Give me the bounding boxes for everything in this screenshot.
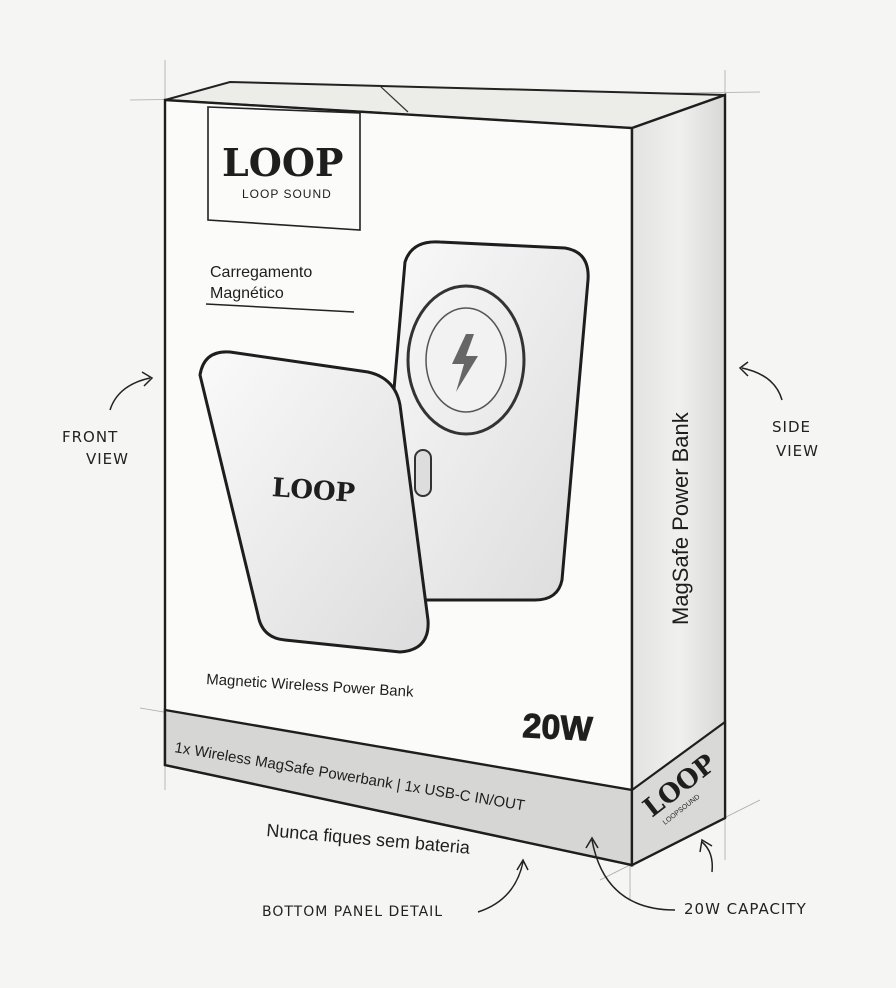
feature-title-line1: Carregamento	[210, 264, 312, 281]
side-view-label-2: VIEW	[776, 442, 819, 460]
arrow-icon	[738, 361, 783, 401]
front-view-label-2: VIEW	[86, 450, 129, 468]
side-view-label-1: SIDE	[772, 418, 811, 436]
capacity-label: 20W CAPACITY	[684, 900, 807, 918]
arrow-icon	[699, 838, 714, 873]
indicator-slot	[414, 449, 432, 497]
magsafe-ring	[406, 284, 526, 436]
bottom-band-side	[630, 719, 727, 867]
feature-title-underline	[205, 303, 355, 313]
arrow-icon	[585, 836, 676, 911]
tagline: Nunca fiques sem bateria	[266, 820, 472, 858]
front-view-label-1: FRONT	[62, 428, 118, 446]
arrow-icon	[477, 858, 529, 913]
side-title: MagSafe Power Bank	[668, 411, 693, 625]
power-bank-front-illustration: LOOP	[198, 350, 430, 654]
brand-subtitle: LOOP SOUND	[242, 187, 332, 201]
feature-title-line2: Magnético	[210, 285, 284, 302]
arrow-icon	[109, 371, 154, 411]
device-logo: LOOP	[271, 473, 356, 509]
lightning-icon	[452, 334, 478, 392]
wattage-label: 20W	[522, 707, 595, 749]
power-bank-back-illustration	[376, 240, 590, 602]
top-flap-line	[379, 85, 409, 113]
bottom-panel-label: BOTTOM PANEL DETAIL	[262, 904, 443, 920]
brand-logo: LOOP	[222, 140, 344, 185]
logo-frame	[207, 106, 361, 231]
